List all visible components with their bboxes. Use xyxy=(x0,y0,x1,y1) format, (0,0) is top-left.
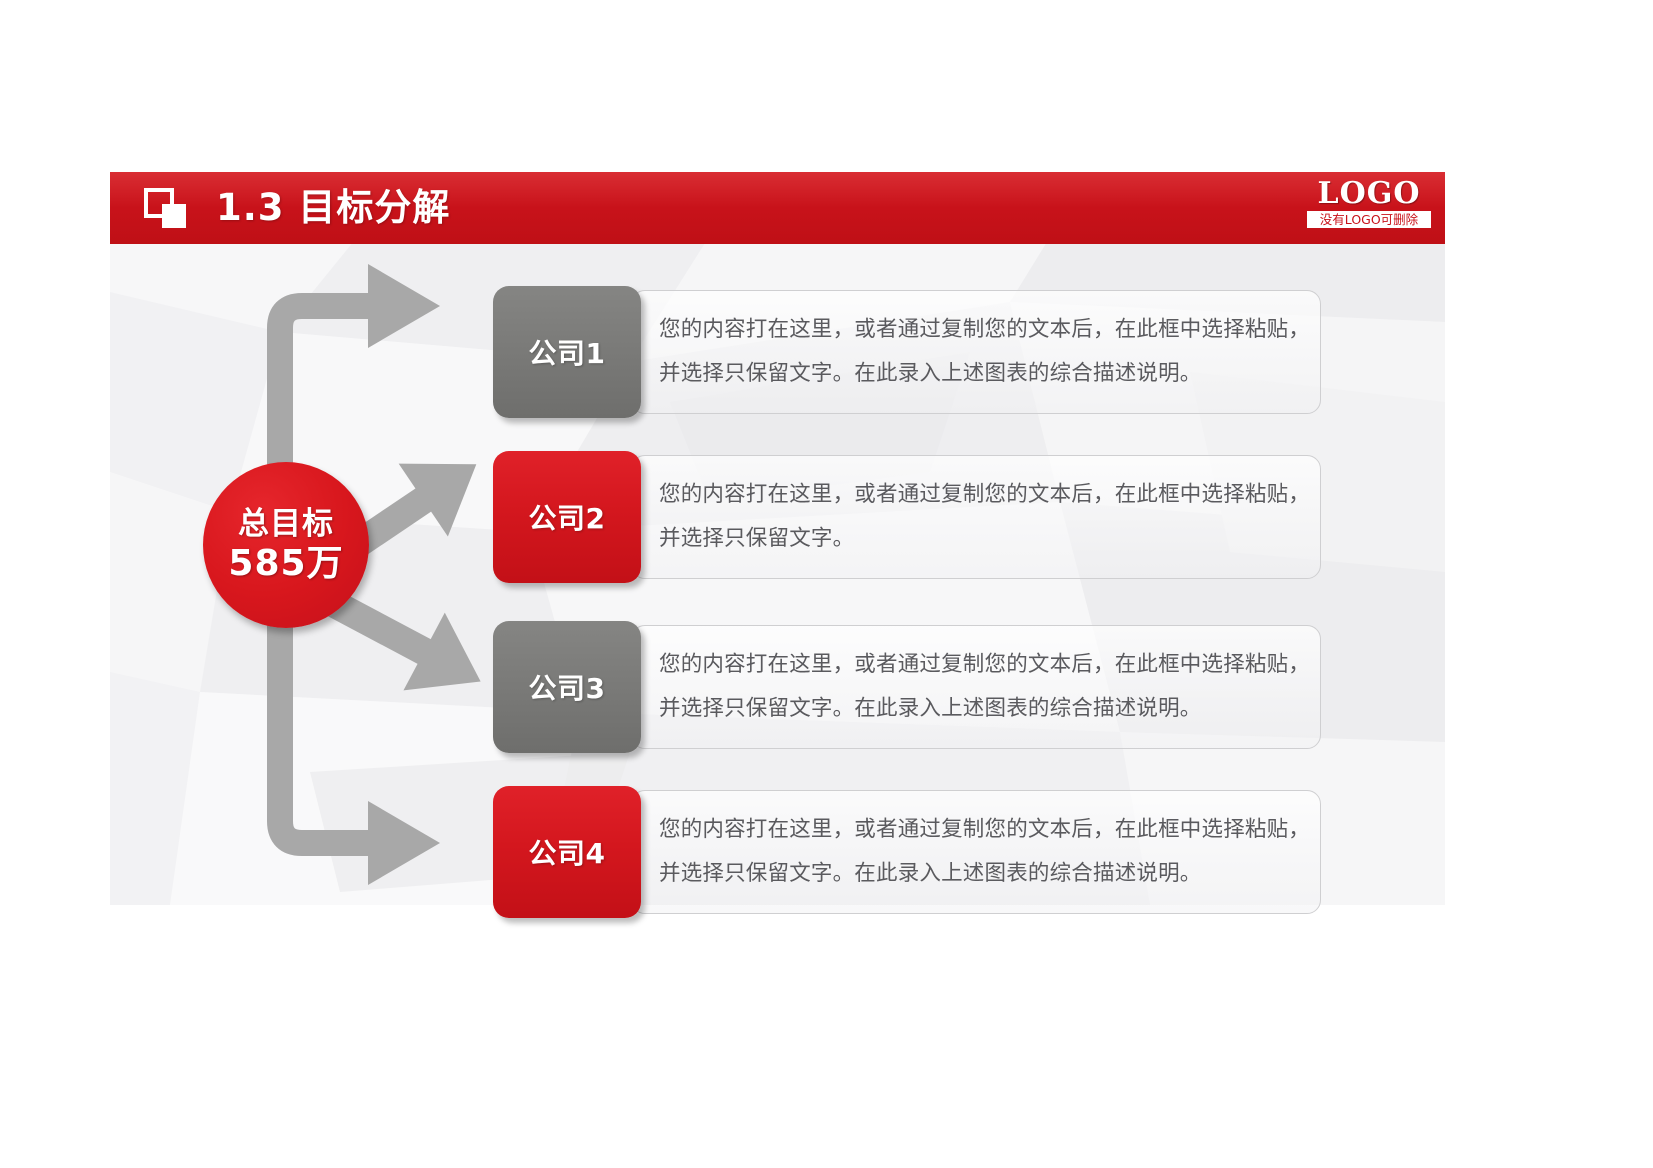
content-line: 您的内容打在这里，或者通过复制您的文本后，在此框中选择粘贴， xyxy=(659,817,1311,842)
total-goal-circle: 总目标 585万 xyxy=(203,462,369,628)
company-chip-label: 公司2 xyxy=(528,502,606,535)
square-solid-shape xyxy=(162,204,186,228)
content-text: 您的内容打在这里，或者通过复制您的文本后，在此框中选择粘贴， 并选择只保留文字。… xyxy=(659,286,1311,418)
square-outline-shape xyxy=(144,188,174,218)
table-row: 公司2 您的内容打在这里，或者通过复制您的文本后，在此框中选择粘贴， 并选择只保… xyxy=(493,451,1321,583)
total-goal-label: 总目标 xyxy=(238,506,334,542)
content-panel xyxy=(631,455,1321,579)
content-line: 您的内容打在这里，或者通过复制您的文本后，在此框中选择粘贴， xyxy=(659,482,1311,507)
page-title: 1.3 目标分解 xyxy=(216,186,451,229)
table-row: 公司4 您的内容打在这里，或者通过复制您的文本后，在此框中选择粘贴， 并选择只保… xyxy=(493,786,1321,918)
content-line: 并选择只保留文字。在此录入上述图表的综合描述说明。 xyxy=(659,861,1202,886)
content-panel xyxy=(631,290,1321,414)
table-row: 公司3 您的内容打在这里，或者通过复制您的文本后，在此框中选择粘贴， 并选择只保… xyxy=(493,621,1321,753)
content-text: 您的内容打在这里，或者通过复制您的文本后，在此框中选择粘贴， 并选择只保留文字。… xyxy=(659,621,1311,753)
content-panel xyxy=(631,790,1321,914)
logo-note: 没有LOGO可删除 xyxy=(1307,211,1431,228)
company-chip[interactable]: 公司1 xyxy=(493,286,641,418)
content-text: 您的内容打在这里，或者通过复制您的文本后，在此框中选择粘贴， 并选择只保留文字。… xyxy=(659,786,1311,918)
content-line: 并选择只保留文字。在此录入上述图表的综合描述说明。 xyxy=(659,361,1202,386)
table-row: 公司1 您的内容打在这里，或者通过复制您的文本后，在此框中选择粘贴， 并选择只保… xyxy=(493,286,1321,418)
content-line: 您的内容打在这里，或者通过复制您的文本后，在此框中选择粘贴， xyxy=(659,317,1311,342)
company-chip[interactable]: 公司4 xyxy=(493,786,641,918)
content-line: 您的内容打在这里，或者通过复制您的文本后，在此框中选择粘贴， xyxy=(659,652,1311,677)
company-chip[interactable]: 公司2 xyxy=(493,451,641,583)
company-chip[interactable]: 公司3 xyxy=(493,621,641,753)
content-panel xyxy=(631,625,1321,749)
content-line: 并选择只保留文字。在此录入上述图表的综合描述说明。 xyxy=(659,696,1202,721)
logo-placeholder: LOGO 没有LOGO可删除 xyxy=(1307,178,1431,228)
total-goal-value: 585万 xyxy=(228,543,344,584)
company-chip-label: 公司3 xyxy=(528,672,606,705)
overlapping-squares-icon xyxy=(144,188,194,230)
logo-text: LOGO xyxy=(1317,176,1421,211)
company-chip-label: 公司1 xyxy=(528,337,606,370)
content-line: 并选择只保留文字。 xyxy=(659,526,855,551)
slide-header: 1.3 目标分解 LOGO 没有LOGO可删除 xyxy=(110,172,1445,244)
company-chip-label: 公司4 xyxy=(528,837,606,870)
content-text: 您的内容打在这里，或者通过复制您的文本后，在此框中选择粘贴， 并选择只保留文字。 xyxy=(659,451,1311,583)
